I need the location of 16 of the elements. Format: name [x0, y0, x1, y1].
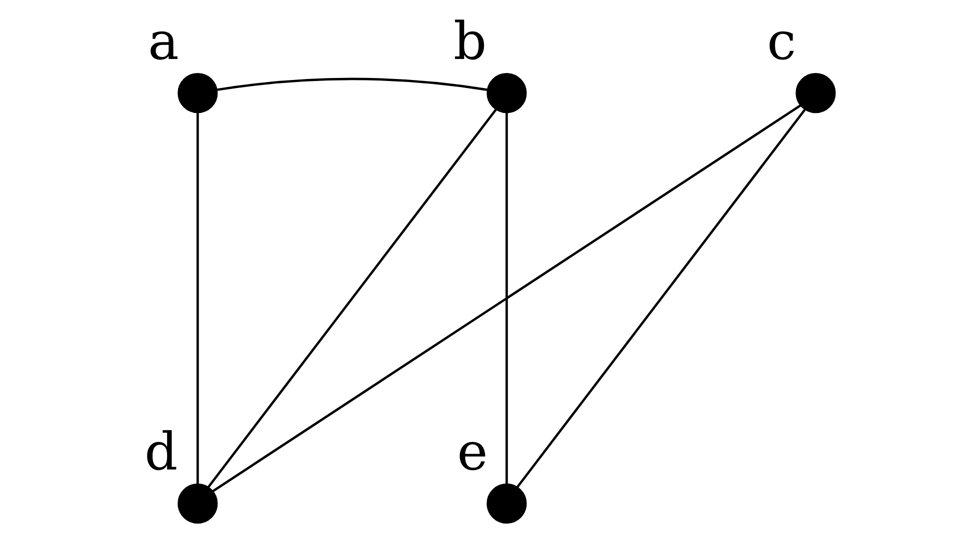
- node-label: b: [454, 12, 487, 72]
- connector: [212, 104, 802, 492]
- node-circle: [178, 483, 218, 524]
- connector: [207, 108, 498, 488]
- node-label: e: [457, 422, 488, 483]
- node-circle: [178, 73, 218, 114]
- node-label: d: [144, 422, 178, 483]
- node-circle: [796, 73, 836, 114]
- node-circle: [486, 73, 527, 114]
- connector: [506, 112, 508, 484]
- connector: [516, 108, 806, 488]
- connector: [196, 112, 199, 484]
- node-label: a: [148, 12, 179, 72]
- connector: [216, 78, 488, 92]
- node-circle: [486, 483, 527, 524]
- node-label: c: [766, 12, 796, 72]
